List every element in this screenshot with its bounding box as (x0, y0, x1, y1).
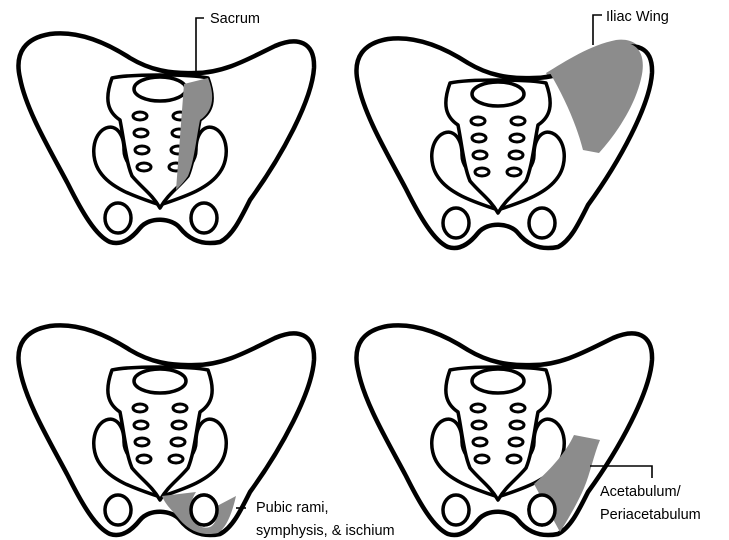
pelvis-outline (18, 33, 314, 243)
obturator-foramen (191, 495, 217, 525)
obturator-foramen (529, 495, 555, 525)
acetabulum-label-line1: Acetabulum/ (600, 484, 682, 500)
pubic-rami-label-line1: Pubic rami, (256, 500, 329, 516)
acetabulum-label-line2: Periacetabulum (600, 507, 701, 523)
iliac-wing-label: Iliac Wing (606, 9, 669, 25)
panel-acetabulum: Acetabulum/ Periacetabulum (356, 325, 700, 535)
pelvis-outline (356, 325, 652, 535)
sacrum-label: Sacrum (210, 11, 260, 27)
panel-sacrum: Sacrum (18, 11, 314, 243)
iliac-wing-leader-line (593, 15, 602, 45)
panel-pubic-rami: Pubic rami, symphysis, & ischium (18, 325, 394, 539)
panel-iliac-wing: Iliac Wing (356, 9, 668, 248)
sacrum-leader-line (196, 18, 204, 72)
pubic-rami-label-line2: symphysis, & ischium (256, 523, 395, 539)
